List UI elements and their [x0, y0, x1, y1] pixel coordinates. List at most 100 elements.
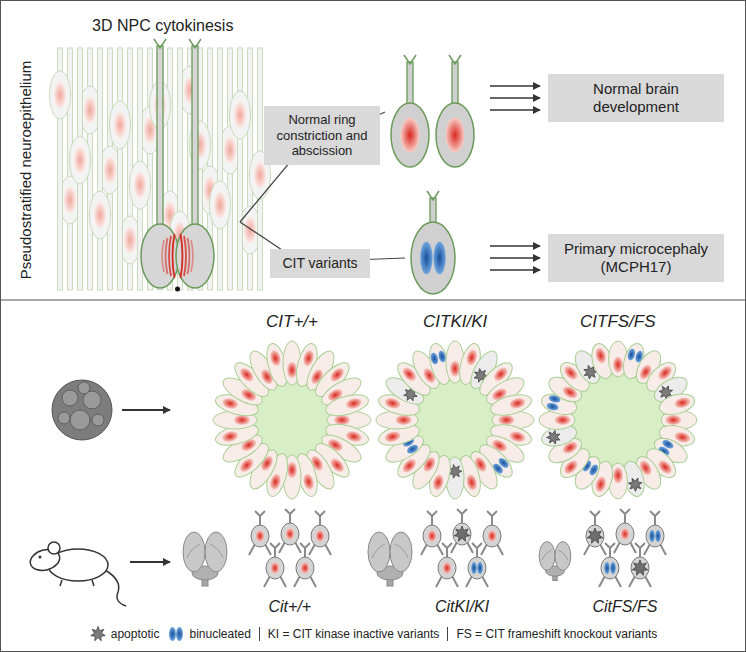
box-text: CIT variants — [282, 255, 357, 272]
contractile-ring — [184, 236, 186, 276]
cell-nucleus — [54, 82, 66, 108]
cell-nucleus — [124, 227, 136, 253]
binucleate-nucleus — [626, 348, 636, 361]
legend-item: apoptotic — [89, 626, 160, 642]
cell-nucleus — [94, 202, 106, 228]
axis-label: Pseudostratified neuroepithelium — [17, 61, 35, 279]
cell-process — [218, 48, 223, 290]
binucleated-symbol — [176, 627, 183, 641]
box-text: Primary microcephaly (MCPH17) — [554, 240, 718, 276]
neuron-dendrites — [629, 543, 651, 587]
cell-nucleus — [316, 530, 325, 542]
cell-nucleus — [302, 473, 316, 491]
neuron-soma — [616, 523, 634, 545]
contractile-ring — [181, 234, 183, 278]
organoid — [213, 341, 371, 499]
process-fork — [449, 55, 461, 64]
apoptotic-body — [454, 526, 470, 541]
cell-nucleus — [401, 117, 420, 152]
neuron-soma — [483, 525, 501, 547]
outcome-arrow — [490, 85, 540, 87]
organoid-lobe — [62, 390, 78, 406]
cell-nucleus — [498, 415, 514, 425]
cell-nucleus — [254, 162, 266, 188]
outcome-arrow — [490, 97, 540, 99]
neuron-cluster — [249, 509, 331, 587]
outcome-arrow — [490, 269, 540, 271]
apoptotic-body — [627, 476, 643, 493]
neuron-dendrites — [279, 509, 301, 553]
cell-body — [230, 91, 251, 139]
mouse-feet — [60, 580, 94, 586]
hemisphere — [390, 532, 412, 572]
cell-nucleus — [286, 528, 295, 540]
cell-nucleus — [214, 192, 226, 218]
cell-process — [192, 46, 198, 236]
panel-title: 3D NPC cytokinesis — [92, 16, 233, 35]
cell-nucleus — [613, 357, 623, 373]
organoid-lobe — [58, 412, 70, 424]
mouse-ear — [48, 542, 60, 554]
neuron-soma — [296, 557, 314, 579]
process-fork — [427, 191, 439, 200]
cell-nucleus — [301, 562, 310, 574]
binucleate-nucleus — [477, 562, 483, 574]
binucleate-nucleus — [429, 352, 439, 365]
contractile-ring — [166, 238, 168, 274]
cell-nucleus — [234, 102, 246, 128]
binucleate-nucleus — [546, 402, 559, 412]
midbody-dot — [175, 287, 180, 292]
genotype-label: CITKI/KI — [423, 312, 487, 332]
legend-item: FS = CIT frameshift knockout variants — [456, 627, 657, 641]
cell-body — [50, 71, 71, 119]
outcome-arrow — [490, 245, 540, 247]
neuron-soma — [646, 525, 664, 547]
organoid-blob — [52, 380, 112, 440]
cell-nucleus — [287, 362, 297, 378]
mouse-eye — [39, 556, 42, 559]
binucleate-nucleus — [610, 562, 616, 574]
neuron-dendrites — [294, 543, 316, 587]
cell-nucleus — [287, 462, 297, 478]
genotype-label: CitFS/FS — [593, 597, 658, 616]
legend-text: apoptotic — [111, 627, 160, 641]
organoid-lobe — [92, 414, 104, 426]
cell-process — [118, 48, 123, 290]
model-arrow — [122, 409, 170, 411]
genotype-label: CIT+/+ — [266, 312, 318, 332]
cell-body — [130, 161, 151, 209]
dividing-cell — [141, 39, 214, 292]
hemisphere — [555, 542, 571, 571]
neuron-dendrites — [644, 511, 666, 555]
neuron-dendrites — [599, 543, 621, 587]
neuron-soma — [586, 525, 604, 547]
mouse-icon — [28, 542, 126, 606]
binucleate-nucleus — [604, 562, 610, 574]
process-fork — [189, 39, 201, 48]
contractile-ring — [191, 240, 193, 272]
cell-process — [157, 46, 163, 236]
separator-bar — [259, 627, 260, 641]
organoid-cell — [657, 390, 697, 418]
cell-process — [238, 48, 243, 290]
neuron-dendrites — [249, 511, 271, 555]
cell-nucleus — [613, 467, 623, 483]
brain-icon — [368, 532, 412, 586]
apoptotic-body — [545, 429, 562, 445]
abbreviation-note: FS = CIT frameshift knockout variants — [456, 627, 657, 641]
binucleate-nucleus — [649, 530, 655, 542]
outcome-box: Normal ring constriction and abscission — [264, 106, 380, 165]
cell-nucleus — [244, 217, 256, 243]
neuron-dendrites — [614, 509, 636, 553]
branch-line — [240, 112, 385, 222]
binucleate-nucleus — [655, 530, 661, 542]
cell-nucleus — [428, 530, 437, 542]
genotype-label: Cit+/+ — [269, 597, 312, 616]
cell-nucleus — [665, 415, 681, 425]
cell-nucleus — [114, 112, 126, 138]
neuron-soma — [423, 525, 441, 547]
box-text: Normal ring constriction and abscission — [270, 112, 374, 159]
neuron-soma — [266, 557, 284, 579]
